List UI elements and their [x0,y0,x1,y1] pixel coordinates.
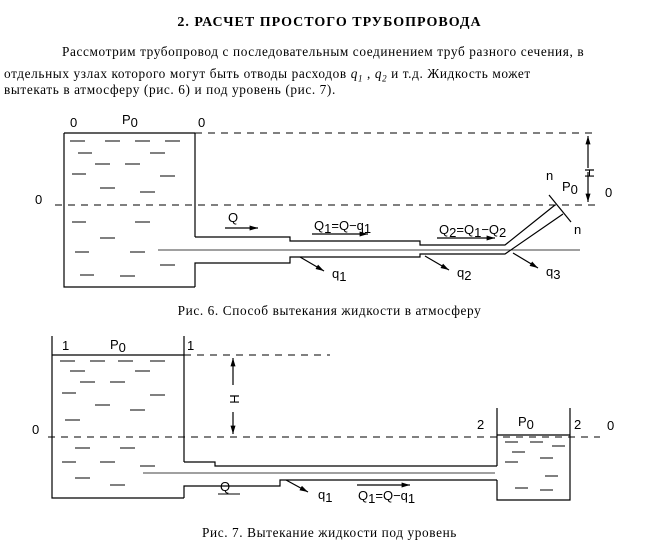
zero-label-right: 0 [605,185,612,200]
paragraph-line-3: вытекать в атмосферу (рис. 6) и под уров… [4,82,655,98]
figure-6-labels: 0 0 0 0 P0 P0 H n n Q Q1=Q−q1 Q2=Q1−Q2 q… [35,112,612,284]
figure-6-caption: Рис. 6. Способ вытекания жидкости в атмо… [177,303,482,318]
paragraph-text: вытекать в атмосферу (рис. 6) и под уров… [4,82,336,97]
paragraph-line-2: отдельных узлах которого могут быть отво… [4,66,655,87]
section-n-bottom: n [574,222,581,237]
left-tank-outline [51,336,184,499]
pipe-top-wall [195,204,556,246]
separator: , [363,66,375,81]
branch-q1-label: q1 [318,487,332,505]
flow-symbol: q2 [374,66,388,84]
figure-7-labels: 1 1 P0 P0 H 0 0 2 2 Q q1 Q1=Q−q1 [32,337,614,506]
pipe-top-wall [184,461,497,467]
flow-q1-label: Q1=Q−q1 [358,488,415,506]
paragraph-text: Рассмотрим трубопровод с последовательны… [62,44,585,59]
pipe-bottom-wall [183,479,497,498]
zero-label-left: 0 [35,192,42,207]
liquid-hatching [60,360,565,491]
branch-arrow-2 [424,255,450,271]
section-1-left: 1 [62,338,69,353]
flow-q-label: Q [220,479,230,494]
branch-q1-label: q1 [332,266,346,284]
pressure-label: P0 [110,337,126,355]
flow-q1-label: Q1=Q−q1 [314,218,371,236]
branch-arrow-3 [512,252,539,269]
paragraph-text: отдельных узлах которого могут быть отво… [4,66,351,81]
flow-q2-label: Q2=Q1−Q2 [439,222,506,240]
paragraph-text: и т.д. Жидкость может [387,66,531,81]
zero-label-left: 0 [32,422,39,437]
liquid-hatching [70,140,180,277]
section-n-top: n [546,168,553,183]
head-label: H [227,394,242,403]
pressure-label: P0 [122,112,138,130]
section-heading: 2. РАСЧЕТ ПРОСТОГО ТРУБОПРОВОДА [177,15,482,30]
section-1-right: 1 [187,338,194,353]
pressure-right-tank-label: P0 [518,414,534,432]
flow-q-label: Q [228,210,238,225]
tank-outline [63,133,195,288]
paragraph-line-1: Рассмотрим трубопровод с последовательны… [4,44,655,60]
outlet-edge [548,194,572,223]
zero-label-tank-right: 0 [198,115,205,130]
figure-7 [48,336,600,501]
branch-q2-label: q2 [457,265,471,283]
section-2-left: 2 [477,417,484,432]
head-label: H [582,168,597,177]
right-tank-bottom [496,408,571,501]
zero-label-tank-left: 0 [70,115,77,130]
branch-arrow-1 [299,256,325,272]
pipe-bottom-wall [194,213,564,287]
zero-label-right: 0 [607,418,614,433]
pressure-outlet-label: P0 [562,179,578,197]
branch-arrow-1 [285,479,309,493]
figure-7-caption: Рис. 7. Вытекание жидкости под уровень [202,525,457,540]
branch-q3-label: q3 [546,264,560,282]
section-2-right: 2 [574,417,581,432]
figure-6 [55,132,600,288]
flow-symbol: q1 [350,66,364,84]
